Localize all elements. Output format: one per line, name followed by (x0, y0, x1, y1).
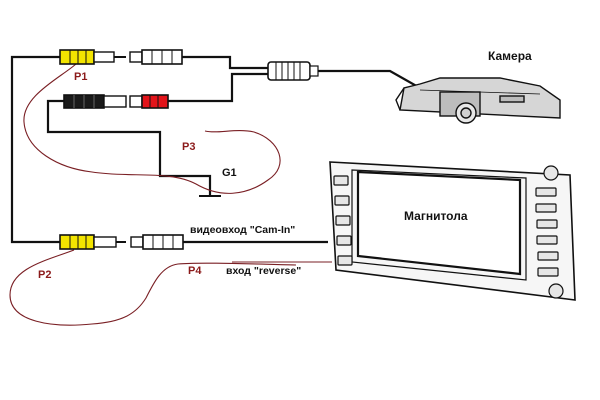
camera-multi-plug (267, 61, 319, 81)
camera-unit (395, 77, 561, 124)
head-unit-label: Магнитола (404, 209, 468, 223)
head-unit-screen (356, 170, 522, 276)
video-in-label: видеовход "Cam-In" (190, 224, 295, 236)
red-wires (9, 63, 332, 326)
ground-wire (46, 99, 212, 196)
power-feed-wire (168, 72, 268, 103)
g1-label: G1 (222, 167, 237, 179)
top-link-wire (182, 55, 268, 70)
rca-plug-p2-yellow (59, 234, 126, 250)
camera-label: Камера (488, 49, 532, 63)
rca-plug-top-white (129, 49, 183, 65)
rca-plug-bottom-white (130, 234, 184, 250)
p4-label: P4 (188, 265, 202, 277)
p1-p3-loop-wire (23, 63, 281, 194)
rca-plug-red (129, 94, 169, 109)
head-unit-left-buttons (333, 175, 353, 266)
p3-label: P3 (182, 141, 195, 153)
p1-label: P1 (74, 71, 87, 83)
head-unit-knob-top (543, 165, 559, 181)
video-trunk-wire (10, 55, 60, 244)
black-wires (10, 55, 421, 244)
camera-cable (318, 69, 421, 89)
p2-loop-wire (9, 249, 297, 326)
rca-plug-p1-yellow (59, 49, 126, 65)
head-unit (329, 161, 576, 301)
head-unit-right-buttons (535, 187, 559, 277)
rca-plug-black (63, 94, 127, 109)
reverse-in-label: вход "reverse" (226, 265, 301, 277)
p2-label: P2 (38, 269, 51, 281)
head-unit-knob-bottom (548, 283, 564, 299)
